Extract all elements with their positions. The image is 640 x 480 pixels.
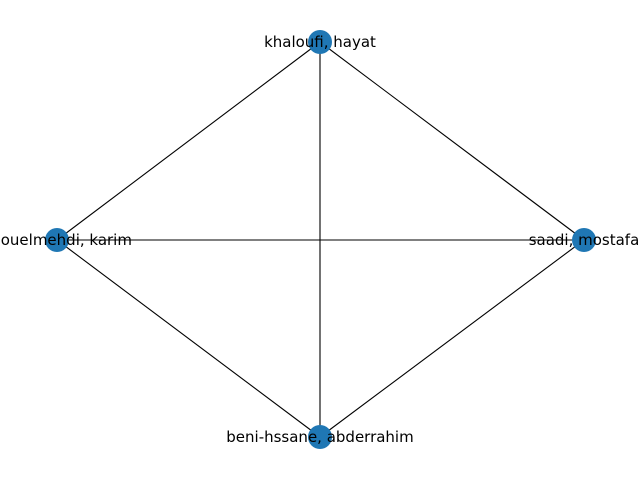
- node-saadi: [572, 228, 596, 252]
- node-label-saadi: saadi, mostafa: [529, 231, 640, 249]
- node-label-khaloufi: khaloufi, hayat: [264, 33, 376, 51]
- edges-layer: [56, 41, 585, 438]
- labels-layer: khaloufi, hayat abouelmehdi, karim saadi, …: [0, 33, 639, 446]
- node-beni-hssane: [308, 425, 332, 449]
- edge-khaloufi-abouelmehdi: [56, 41, 321, 241]
- edge-khaloufi-saadi: [319, 41, 585, 241]
- edge-saadi-beni-hssane: [319, 239, 585, 438]
- node-label-abouelmehdi: abouelmehdi, karim: [0, 231, 132, 249]
- edge-abouelmehdi-beni-hssane: [56, 239, 321, 438]
- nodes-layer: [45, 30, 596, 449]
- node-label-beni-hssane: beni-hssane, abderrahim: [226, 428, 413, 446]
- node-abouelmehdi: [45, 228, 69, 252]
- node-khaloufi: [308, 30, 332, 54]
